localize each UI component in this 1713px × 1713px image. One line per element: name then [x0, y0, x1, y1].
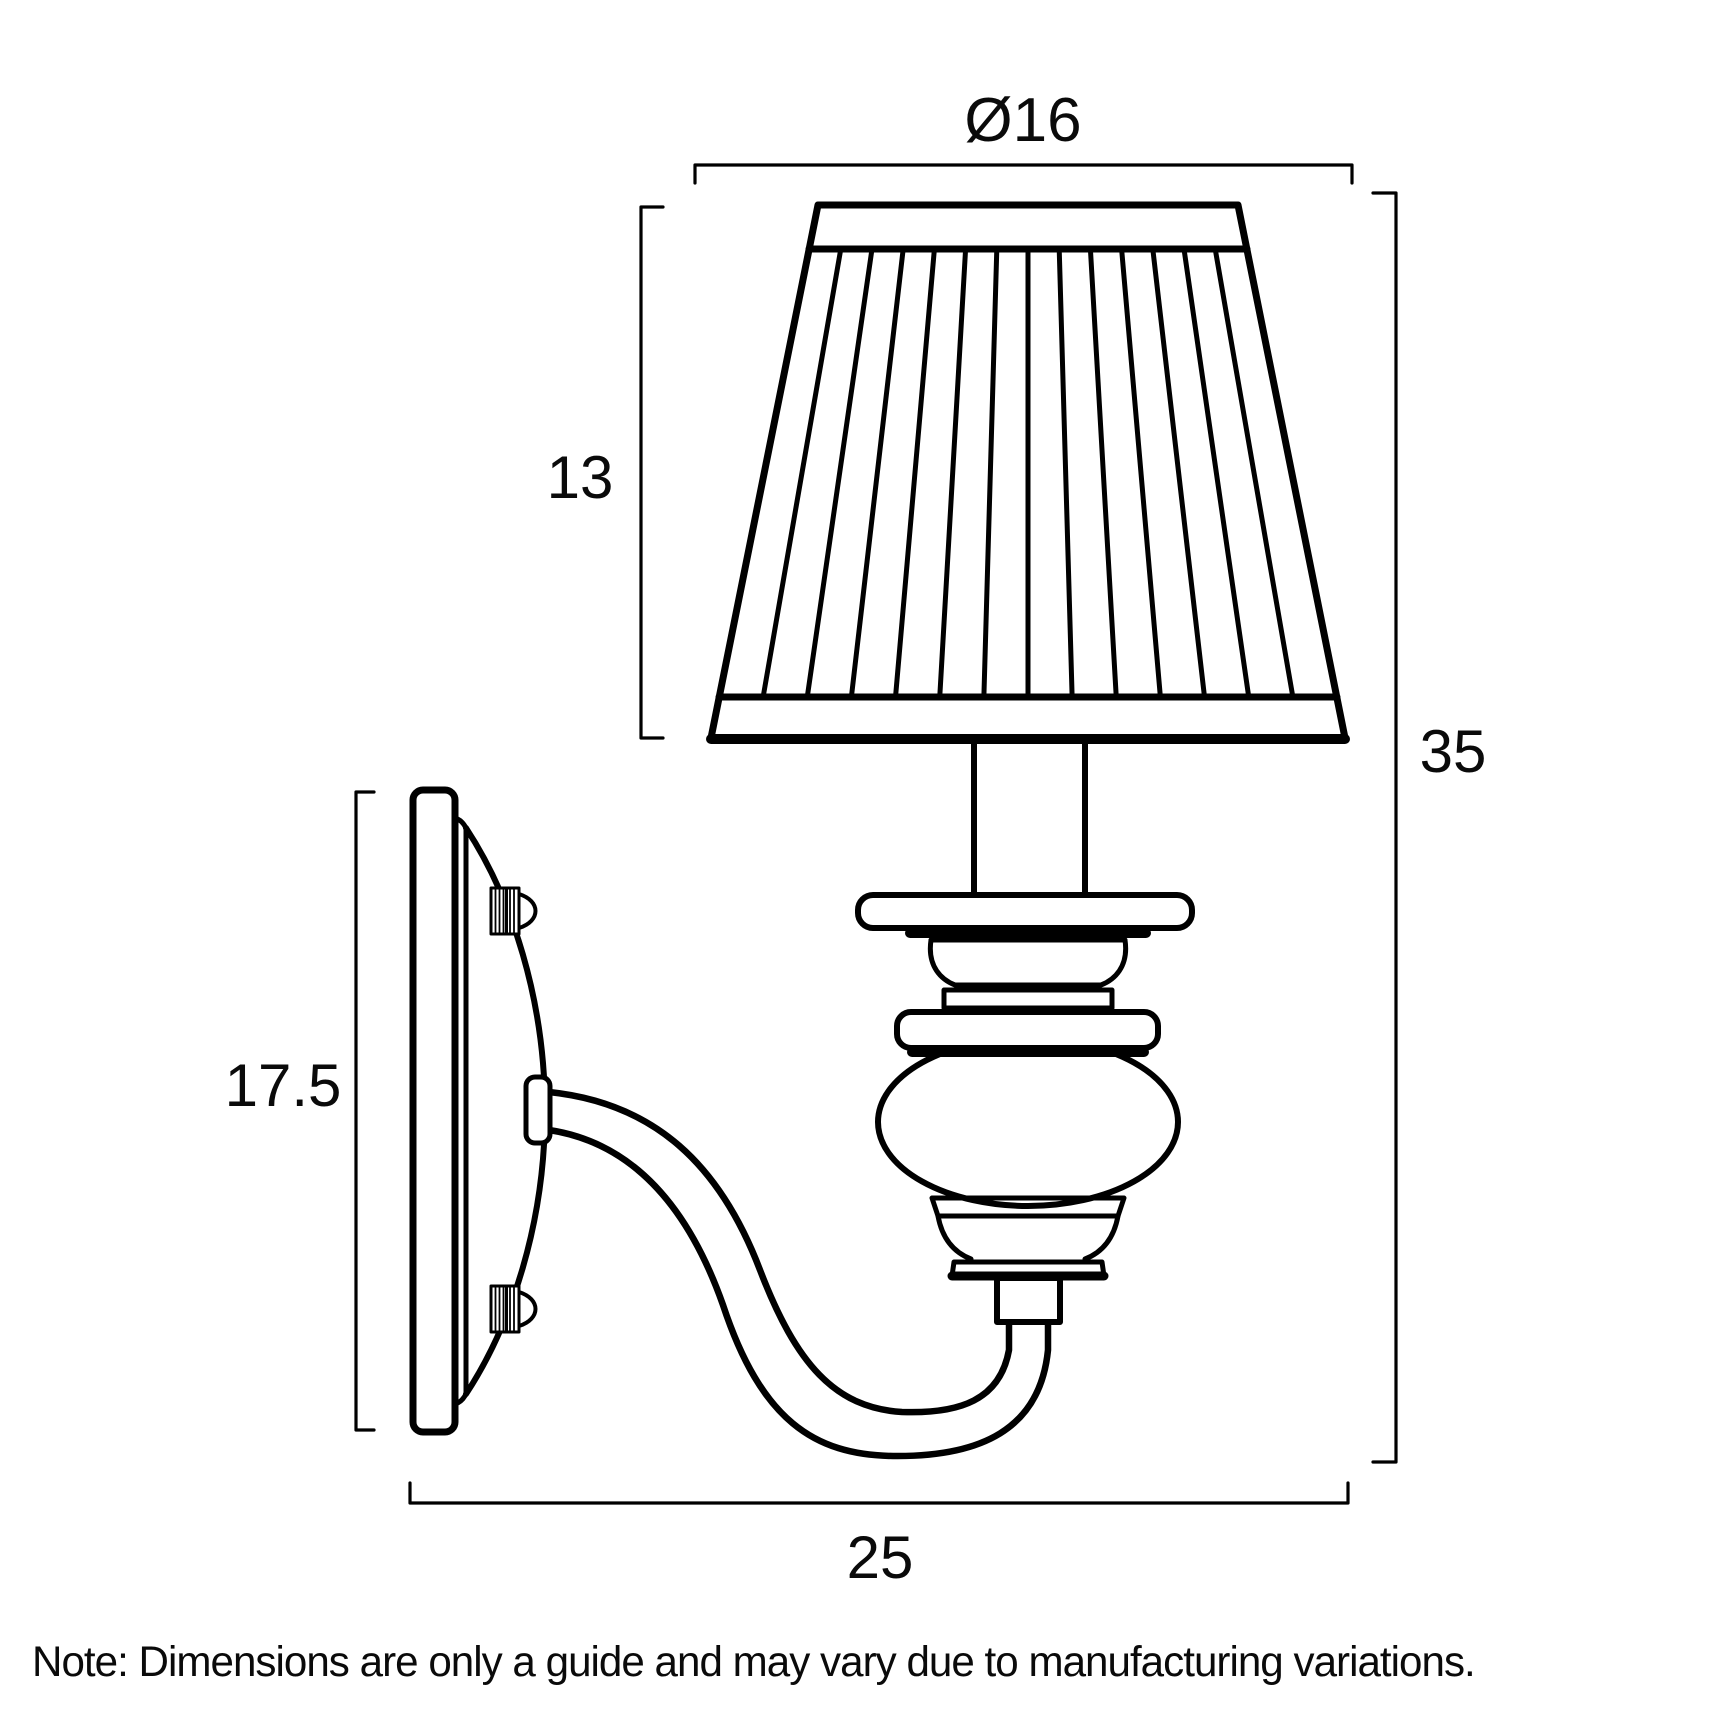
ball-finial — [875, 1035, 1181, 1209]
screw-knurl-lines — [494, 887, 515, 935]
curved-arm — [523, 1074, 1052, 1460]
arm-outer-edge — [545, 1126, 1052, 1460]
dim-label-backplate-height: 17.5 — [224, 1052, 342, 1119]
candle-body — [855, 738, 1195, 1325]
lower-cup-sides — [935, 1213, 1121, 1262]
dim-line-shade-diameter — [693, 163, 1354, 185]
socket-cup-flange — [941, 987, 1115, 1011]
dimension-lines — [354, 163, 1398, 1505]
socket-cup-sides — [927, 937, 1129, 988]
dim-label-projection: 25 — [846, 1524, 914, 1591]
mounting-screw-bottom — [489, 1284, 538, 1334]
wall-plate — [409, 786, 548, 1436]
stem-block — [994, 1275, 1063, 1325]
mounting-screw-top — [489, 886, 538, 936]
lower-cup-flange — [929, 1195, 1127, 1219]
screw-cap — [517, 1290, 538, 1328]
dim-line-projection — [408, 1481, 1350, 1505]
arm-inner-edge — [545, 1088, 1013, 1416]
drip-plate — [855, 892, 1195, 931]
backplate — [409, 786, 459, 1436]
socket-cup — [927, 937, 1129, 1011]
dim-line-backplate-height — [354, 790, 376, 1432]
dim-line-overall-height — [1371, 191, 1398, 1464]
dim-line-shade-height — [639, 205, 665, 740]
screw-cap — [517, 892, 538, 930]
dim-label-shade-height: 13 — [546, 444, 614, 511]
dim-label-overall-height: 35 — [1419, 718, 1487, 785]
shade-pleats — [760, 246, 1296, 699]
note-text: Note: Dimensions are only a guide and ma… — [32, 1638, 1476, 1686]
dim-label-shade-diameter: Ø16 — [964, 86, 1082, 155]
screw-knurl-lines — [494, 1285, 515, 1333]
lamp-shade — [706, 201, 1350, 744]
lower-cup — [929, 1195, 1127, 1281]
collar-ring — [894, 1009, 1161, 1051]
candle-tube — [971, 738, 1088, 898]
arm-boss — [523, 1074, 553, 1146]
